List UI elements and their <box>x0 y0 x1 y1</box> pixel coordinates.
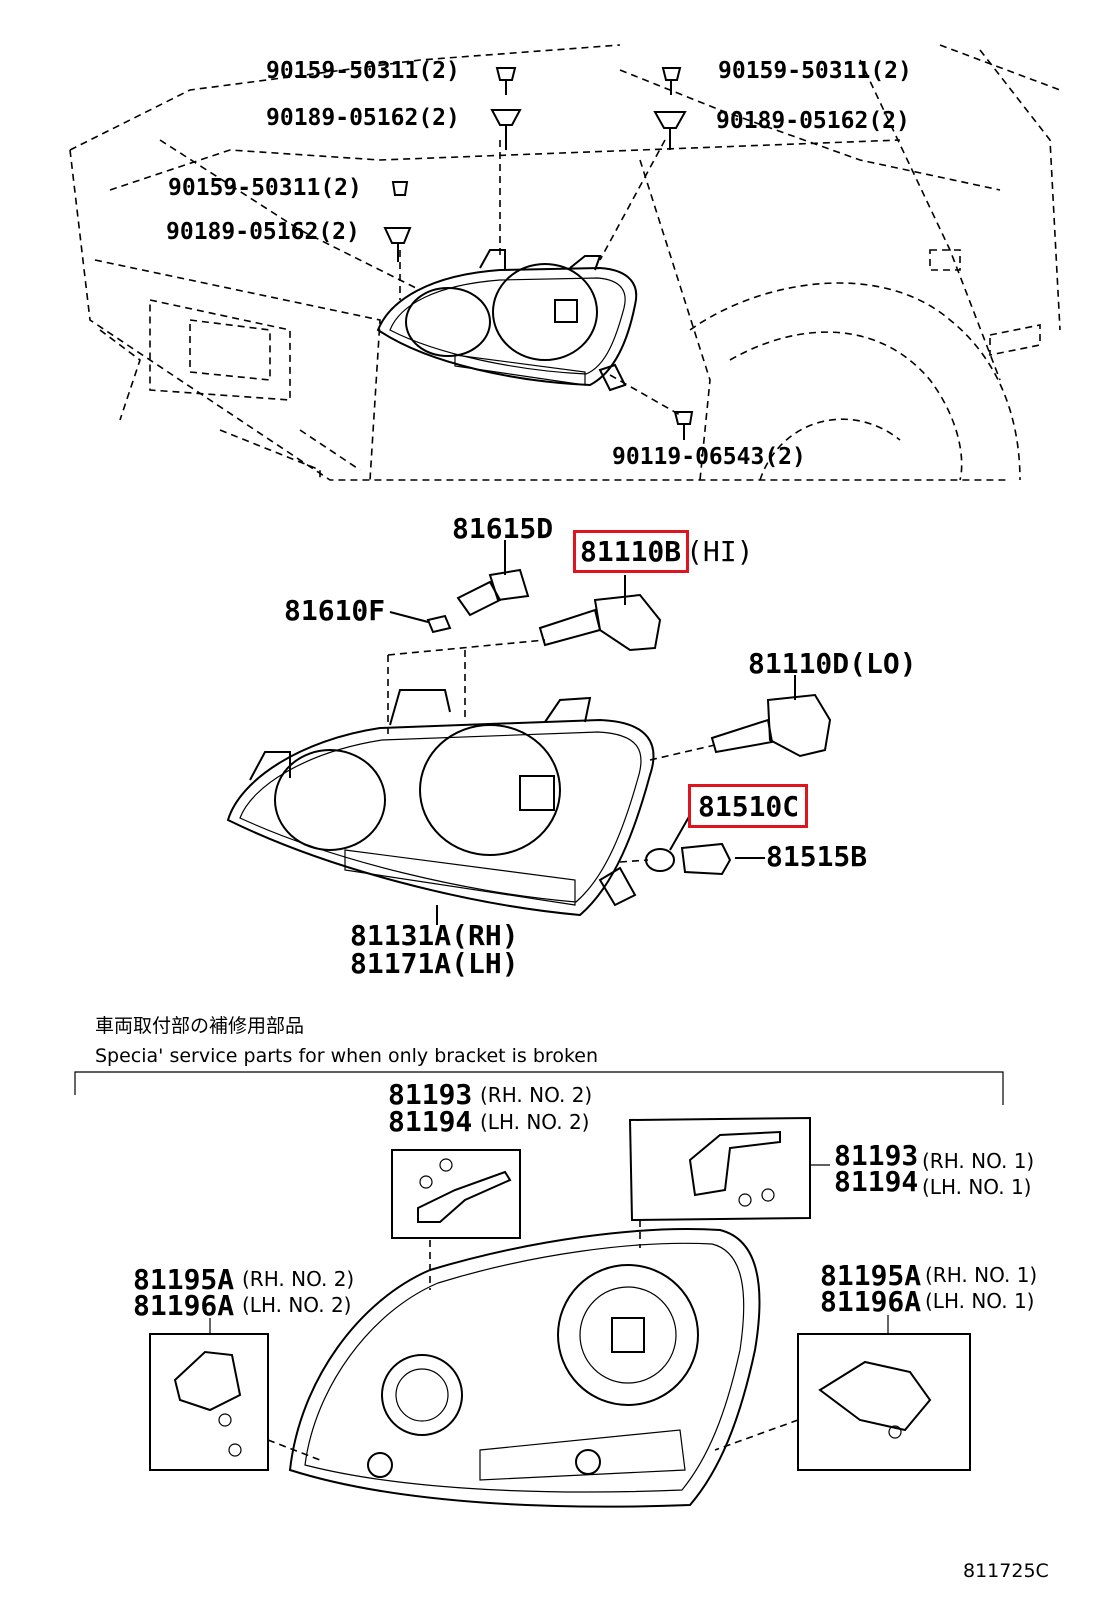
label-81193-rh2: 81193 <box>388 1078 473 1111</box>
figure-code: 811725C <box>963 1560 1049 1582</box>
label-81194-lh1: 81194 <box>834 1165 919 1198</box>
label-90189-05162-left: 90189-05162(2) <box>166 219 360 245</box>
label-81510c: 81510C <box>698 790 800 823</box>
label-81610f: 81610F <box>284 594 386 627</box>
label-81196a-lh2: 81196A <box>133 1289 235 1322</box>
label-lh-no1-a: (LH. NO. 1) <box>922 1175 1032 1199</box>
label-81615d: 81615D <box>452 512 554 545</box>
label-rh-no2-b: (RH. NO. 2) <box>242 1267 355 1291</box>
label-rh-no1-a: (RH. NO. 1) <box>922 1149 1035 1173</box>
vehicle-front-outline <box>69 44 1061 481</box>
label-81195a-rh1: 81195A <box>820 1259 922 1292</box>
fastener-icons-top <box>383 67 694 440</box>
label-lh-no2-a: (LH. NO. 2) <box>480 1110 590 1134</box>
label-90159-50311-right-b: 90159-50311(2) <box>718 58 912 84</box>
label-90189-05162-right-a: 90189-05162(2) <box>266 105 460 131</box>
headlamp-small <box>376 249 638 392</box>
label-81194-lh2: 81194 <box>388 1105 473 1138</box>
bulbs-sockets <box>426 568 832 876</box>
headlamp-rear-view <box>288 1228 761 1508</box>
label-81110b: 81110B <box>580 535 682 568</box>
leader-lines-mid <box>387 540 796 925</box>
label-81171a-lh: 81171A(LH) <box>350 947 519 980</box>
label-rh-no2-a: (RH. NO. 2) <box>480 1083 593 1107</box>
bracket-boxes <box>149 1116 971 1471</box>
label-81110d-lo: 81110D(LO) <box>748 647 917 680</box>
service-note-japanese: 車両取付部の補修用部品 <box>95 1015 305 1037</box>
service-note-english: Specia' service parts for when only brac… <box>95 1045 599 1067</box>
highlight-box-81510c <box>688 784 808 828</box>
label-81195a-rh2: 81195A <box>133 1263 235 1296</box>
headlamp-large <box>226 689 655 917</box>
label-81193-rh1: 81193 <box>834 1139 919 1172</box>
leader-lines-bottom <box>209 1164 889 1461</box>
label-hi-tag: (HI) <box>686 535 754 568</box>
service-frame <box>74 1071 1004 1105</box>
label-lh-no1-b: (LH. NO. 1) <box>925 1289 1035 1313</box>
label-lh-no2-b: (LH. NO. 2) <box>242 1293 352 1317</box>
label-81515b: 81515B <box>766 840 868 873</box>
label-81196a-lh1: 81196A <box>820 1285 922 1318</box>
label-90159-50311-left: 90159-50311(2) <box>168 175 362 201</box>
label-81131a-rh: 81131A(RH) <box>350 919 519 952</box>
highlight-box-81110b <box>573 530 689 573</box>
label-90119-06543: 90119-06543(2) <box>612 444 806 470</box>
label-90189-05162-right-b: 90189-05162(2) <box>716 108 910 134</box>
label-90159-50311-right-a: 90159-50311(2) <box>266 58 460 84</box>
label-rh-no1-b: (RH. NO. 1) <box>925 1263 1038 1287</box>
